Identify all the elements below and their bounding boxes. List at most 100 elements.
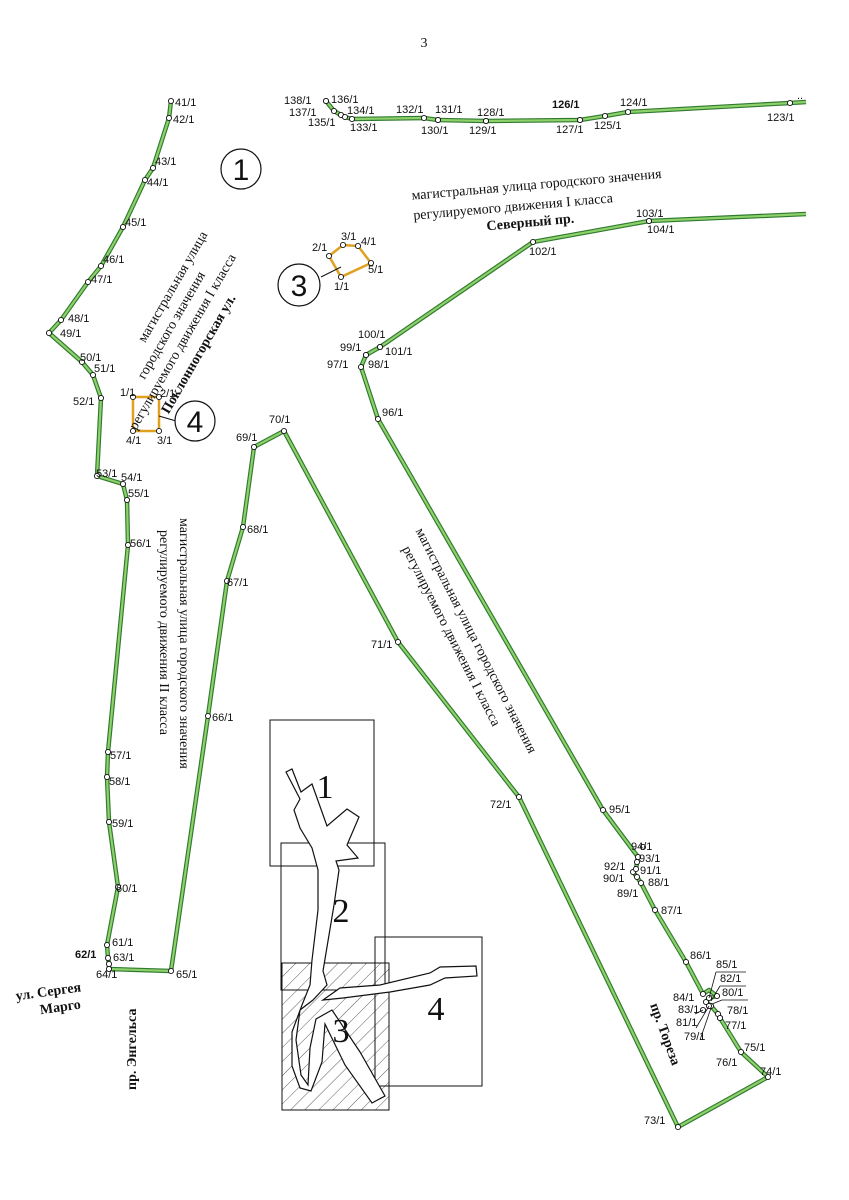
vertex-label: 90/1 bbox=[603, 873, 624, 885]
vertex-point bbox=[119, 223, 127, 231]
svg-text:4: 4 bbox=[187, 406, 204, 439]
vertex-label: 95/1 bbox=[609, 804, 630, 816]
vertex-label: 93/1 bbox=[639, 853, 660, 865]
continuation-marker: .. bbox=[797, 90, 803, 102]
vertex-label: 137/1 bbox=[289, 107, 317, 119]
vertex-label: 41/1 bbox=[175, 97, 196, 109]
vertex-point bbox=[129, 427, 137, 435]
vertex-label: 131/1 bbox=[435, 104, 463, 116]
vertex-label: 62/1 bbox=[75, 949, 96, 961]
zone-marker-4: 4 bbox=[174, 400, 216, 442]
svg-text:регулируемого движения I класс: регулируемого движения I класса bbox=[399, 544, 504, 730]
vertex-point bbox=[434, 116, 442, 124]
vertex-point bbox=[348, 115, 356, 123]
vertex-label: 103/1 bbox=[636, 208, 664, 220]
vertex-label: 92/1 bbox=[604, 861, 625, 873]
vertex-label: 76/1 bbox=[716, 1057, 737, 1069]
boundary-vertices: 41/142/143/144/145/146/147/148/149/150/1… bbox=[45, 90, 803, 1131]
svg-text:2: 2 bbox=[333, 893, 350, 930]
vertex-label: 54/1 bbox=[121, 472, 142, 484]
inset-territory-outline bbox=[285, 768, 386, 1104]
vertex-point bbox=[97, 394, 105, 402]
vertex-point bbox=[104, 748, 112, 756]
vertex-point bbox=[716, 1014, 724, 1022]
vertex-callout-leaders bbox=[694, 971, 748, 1041]
vertex-label: 53/1 bbox=[96, 468, 117, 480]
vertex-label: 102/1 bbox=[529, 246, 557, 258]
vertex-point bbox=[651, 906, 659, 914]
vertex-point bbox=[103, 773, 111, 781]
vertex-label: 43/1 bbox=[155, 156, 176, 168]
vertex-point bbox=[376, 343, 384, 351]
vertex-label: 123/1 bbox=[767, 112, 795, 124]
vertex-point bbox=[599, 806, 607, 814]
vertex-point bbox=[89, 371, 97, 379]
vertex-label: 136/1 bbox=[331, 94, 359, 106]
inset-frame-4 bbox=[374, 936, 483, 1087]
vertex-point bbox=[394, 638, 402, 646]
vertex-point bbox=[93, 472, 101, 480]
vertex-label: 65/1 bbox=[176, 969, 197, 981]
vertex-label: 63/1 bbox=[113, 952, 134, 964]
vertex-point bbox=[674, 1123, 682, 1131]
vertex-point bbox=[367, 259, 375, 267]
vertex-point bbox=[637, 879, 645, 887]
vertex-point bbox=[339, 241, 347, 249]
vertex-label: 98/1 bbox=[368, 359, 389, 371]
vertex-label: 4/1 bbox=[126, 435, 141, 447]
vertex-point bbox=[84, 278, 92, 286]
vertex-label: 69/1 bbox=[236, 432, 257, 444]
vertex-point bbox=[78, 358, 86, 366]
vertex-point bbox=[280, 427, 288, 435]
vertex-label: 72/1 bbox=[490, 799, 511, 811]
vertex-point bbox=[632, 865, 640, 873]
vertex-label: 99/1 bbox=[340, 342, 361, 354]
vertex-label: 5/1 bbox=[368, 264, 383, 276]
engels-street-label: магистральная улица городского значения … bbox=[156, 518, 191, 769]
vertex-point bbox=[576, 116, 584, 124]
vertex-point bbox=[374, 415, 382, 423]
vertex-point bbox=[149, 164, 157, 172]
zone-3-polygon bbox=[327, 243, 373, 279]
vertex-point bbox=[362, 351, 370, 359]
zone-3-leader bbox=[320, 266, 342, 278]
vertex-label: 104/1 bbox=[647, 224, 675, 236]
vertex-label: 97/1 bbox=[327, 359, 348, 371]
vertex-label: 77/1 bbox=[725, 1020, 746, 1032]
vertex-label: 57/1 bbox=[110, 750, 131, 762]
vertex-label: 46/1 bbox=[103, 254, 124, 266]
margo-street-label: ул. Сергея Марго bbox=[15, 980, 83, 1018]
vertex-label: 132/1 bbox=[396, 104, 424, 116]
vertex-label: 130/1 bbox=[421, 125, 449, 137]
vertex-point bbox=[114, 883, 122, 891]
vertex-label: 4/1 bbox=[361, 236, 376, 248]
vertex-label: 86/1 bbox=[690, 950, 711, 962]
vertex-label: 83/1 bbox=[678, 1004, 699, 1016]
vertex-label: 1/1 bbox=[334, 281, 349, 293]
vertex-label: 61/1 bbox=[112, 937, 133, 949]
vertex-point bbox=[420, 114, 428, 122]
vertex-label: 133/1 bbox=[350, 122, 378, 134]
vertex-label: 81/1 bbox=[676, 1017, 697, 1029]
vertex-point bbox=[702, 998, 710, 1006]
vertex-point bbox=[167, 967, 175, 975]
vertex-label: 85/1 bbox=[716, 959, 737, 971]
vertex-label: 87/1 bbox=[661, 905, 682, 917]
vertex-label: 125/1 bbox=[594, 120, 622, 132]
vertex-label: 52/1 bbox=[73, 396, 94, 408]
vertex-point bbox=[633, 873, 641, 881]
vertex-point bbox=[165, 114, 173, 122]
vertex-label: 135/1 bbox=[308, 117, 336, 129]
vertex-label: 84/1 bbox=[673, 992, 694, 1004]
vertex-point bbox=[104, 954, 112, 962]
vertex-point bbox=[699, 990, 707, 998]
vertex-label: 50/1 bbox=[80, 352, 101, 364]
vertex-label: 58/1 bbox=[109, 776, 130, 788]
engels-street-name: пр. Энгельса bbox=[125, 1009, 140, 1090]
svg-text:магистральная улица городског: магистральная улица городского значения bbox=[176, 518, 191, 769]
vertex-label: 126/1 bbox=[552, 99, 580, 111]
inset-overview-map: 1 2 3 4 bbox=[269, 719, 483, 1111]
vertex-point bbox=[357, 363, 365, 371]
vertex-label: 94/1 bbox=[631, 841, 652, 853]
